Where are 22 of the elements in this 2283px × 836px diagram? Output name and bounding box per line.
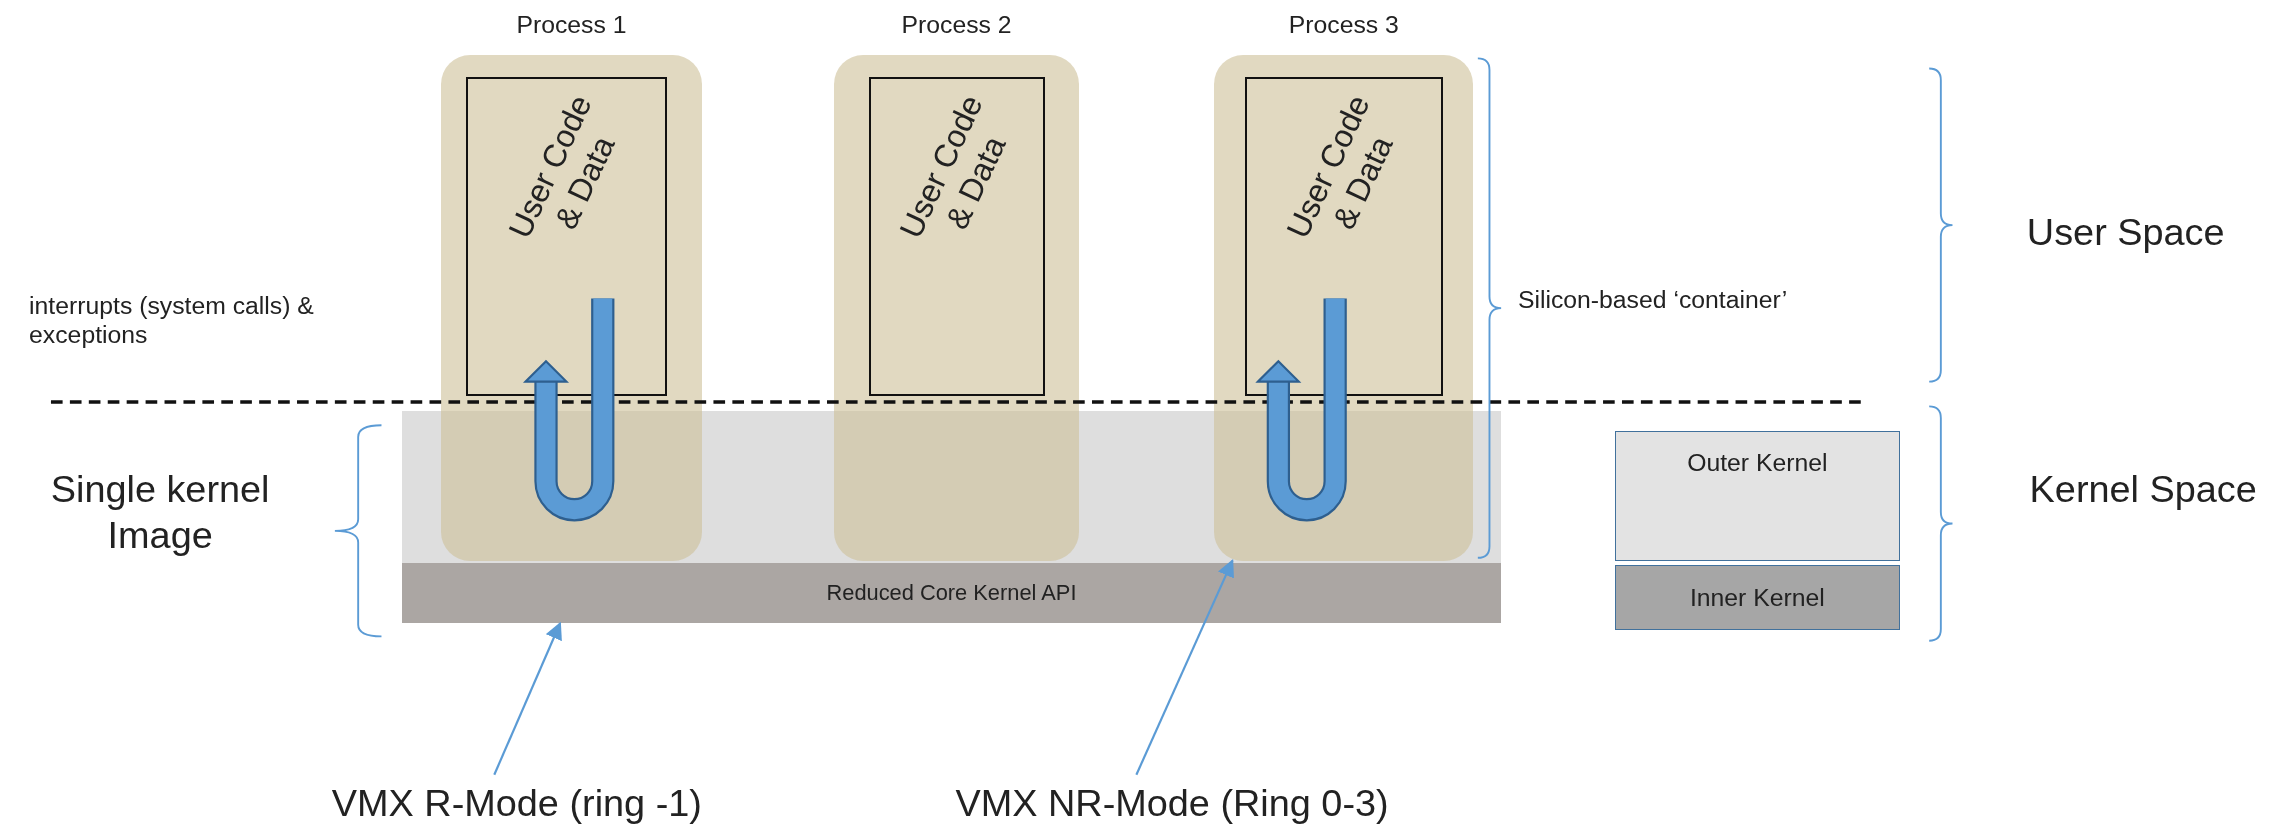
region-label: User Space <box>2025 210 2226 256</box>
brace-label: Single kernel Image <box>49 467 271 558</box>
mode-label: VMX R-Mode (ring -1) <box>291 774 743 833</box>
kernel-region <box>401 410 1502 564</box>
inner-kernel-box: Inner Kernel <box>1614 564 1901 631</box>
box-text: User Code & Data <box>1278 88 1401 246</box>
mode-label: VMX NR-Mode (Ring 0-3) <box>917 774 1427 833</box>
region-label: Kernel Space <box>2028 466 2258 512</box>
brace-label: Silicon-based ‘container’ <box>1516 285 1789 316</box>
note-text: interrupts (system calls) & exceptions <box>29 290 315 351</box>
code-data-box <box>465 77 667 396</box>
process-heading: Process 1 <box>515 9 628 40</box>
leader-line <box>1135 559 1234 776</box>
leader-line <box>493 621 562 776</box>
box-text: User Code & Data <box>500 88 623 246</box>
process-heading: Process 3 <box>1287 9 1400 40</box>
code-data-box <box>1244 77 1443 396</box>
kernel-api-bar: Reduced Core Kernel API <box>401 563 1502 624</box>
box-text: User Code & Data <box>891 88 1014 246</box>
outer-kernel-box: Outer Kernel <box>1614 430 1901 561</box>
process-heading: Process 2 <box>900 9 1013 40</box>
code-data-box <box>869 77 1046 396</box>
